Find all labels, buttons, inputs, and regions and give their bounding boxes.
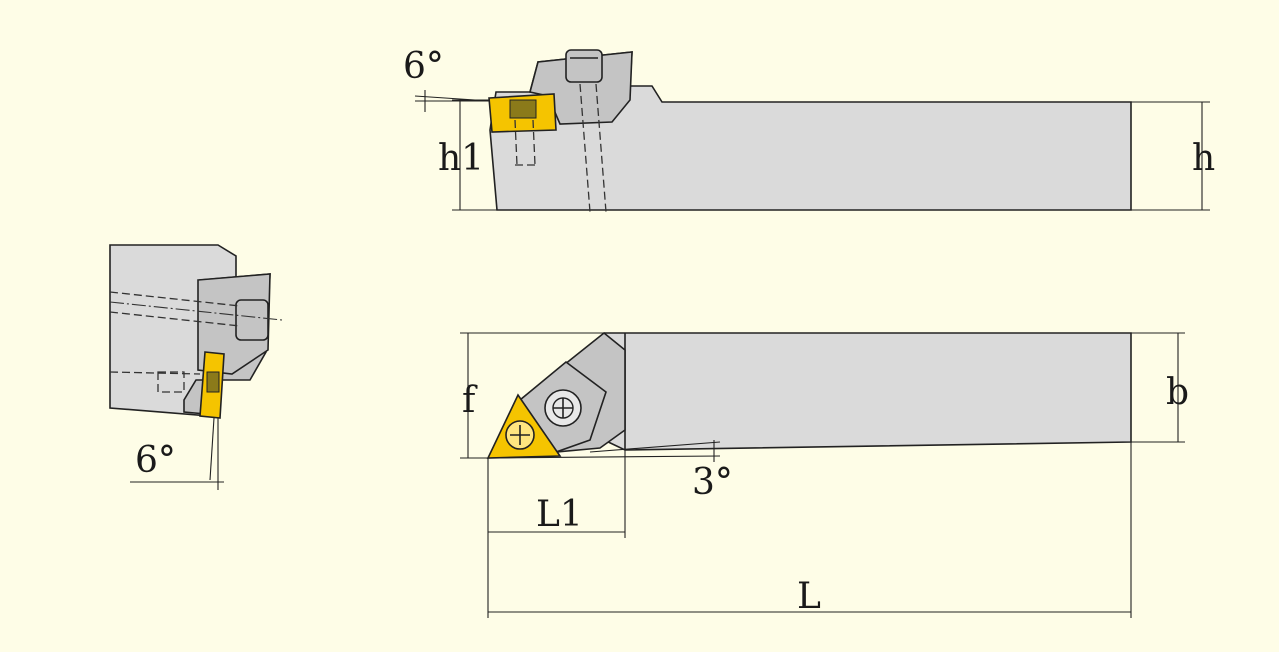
bottom-angle-label: 3° <box>692 462 733 503</box>
b-label: b <box>1166 372 1189 413</box>
end-view-screw-head <box>235 299 269 341</box>
side-view-screw-head <box>565 49 603 83</box>
L1-label: L1 <box>536 494 583 535</box>
L-label: L <box>797 576 821 617</box>
top-view <box>460 331 1185 618</box>
left-angle-label: 6° <box>135 440 176 481</box>
side-view <box>414 49 1210 213</box>
side-angle-label: 6° <box>403 46 444 87</box>
end-view <box>109 244 283 490</box>
h1-label: h1 <box>438 138 484 179</box>
h-label: h <box>1192 138 1215 179</box>
f-label: f <box>462 380 478 421</box>
